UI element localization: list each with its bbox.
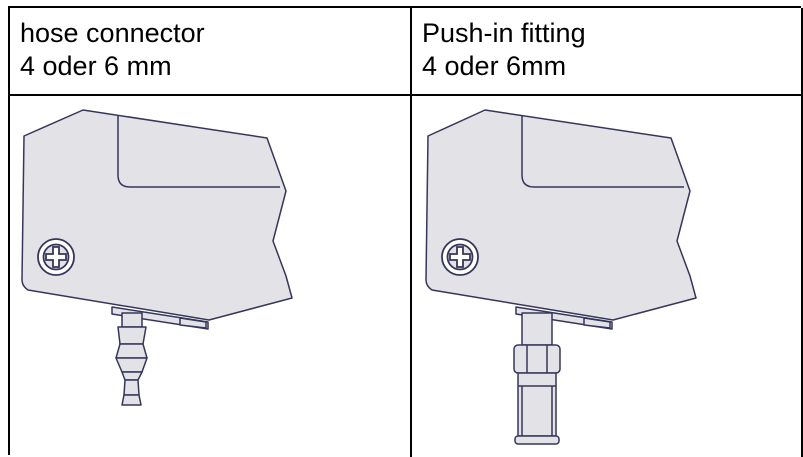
header-size: 4 oder 6mm — [422, 51, 567, 81]
header-title: hose connector — [20, 18, 205, 48]
housing-top-panel — [117, 115, 280, 188]
housing-tab — [179, 317, 207, 329]
header-title: Push-in fitting — [422, 18, 586, 48]
screw-icon — [37, 238, 75, 276]
image-cell-hose-connector — [10, 96, 412, 457]
housing-top-panel — [521, 115, 684, 188]
fitting-stem — [521, 312, 553, 346]
header-cell-hose-connector: hose connector 4 oder 6 mm — [10, 8, 412, 96]
connector-stem — [121, 312, 143, 328]
housing-tab — [583, 317, 611, 329]
sensor-housing — [425, 109, 697, 321]
header-cell-push-in-fitting: Push-in fitting 4 oder 6mm — [412, 8, 803, 96]
screw-icon — [441, 238, 479, 276]
fitting-hex-nut — [513, 344, 561, 374]
sensor-hose-connector-illustration — [21, 109, 293, 406]
image-cell-push-in-fitting — [412, 96, 803, 457]
hose-nipple — [117, 326, 147, 345]
fitting-body — [517, 372, 557, 437]
comparison-table: hose connector 4 oder 6 mm Push-in fitti… — [8, 6, 803, 457]
fitting-collet — [514, 435, 560, 445]
header-size: 4 oder 6 mm — [20, 51, 172, 81]
sensor-push-in-fitting-illustration — [425, 109, 697, 445]
sensor-housing — [21, 109, 293, 321]
